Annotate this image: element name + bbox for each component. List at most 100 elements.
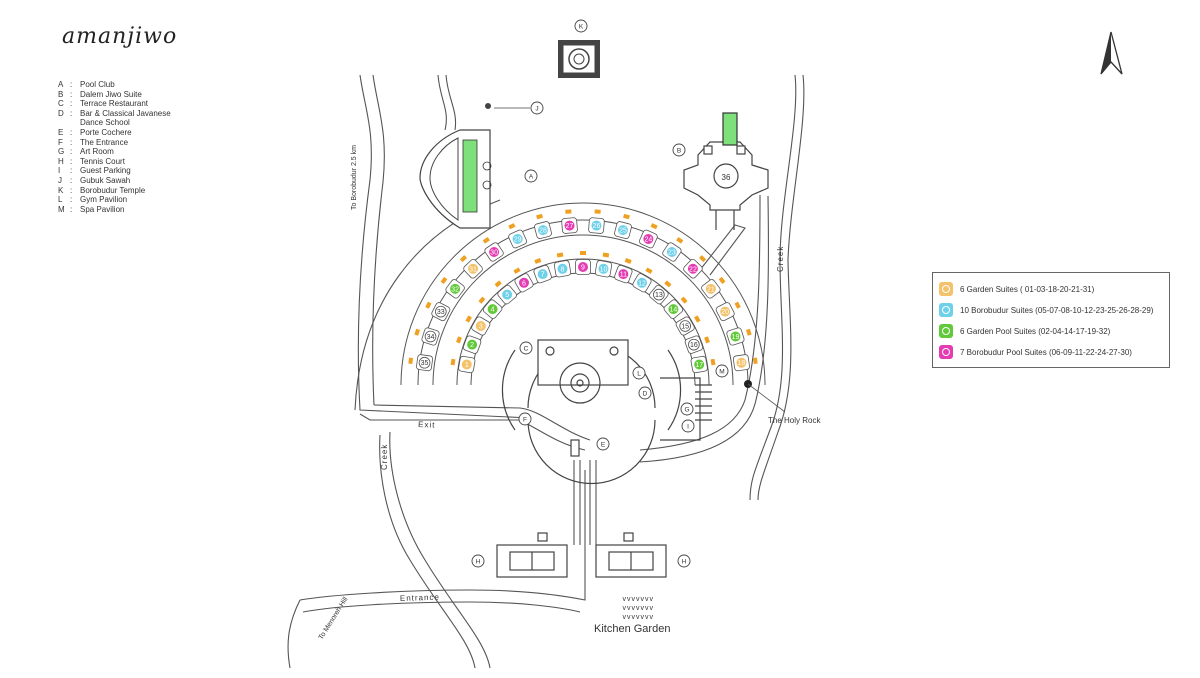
suite-accent	[623, 213, 630, 220]
kitchen-garden-label: Kitchen Garden	[594, 623, 671, 635]
suite-number: 32	[451, 286, 459, 293]
suite-key-swatch	[939, 324, 953, 338]
suite-accent	[478, 296, 486, 304]
suite-number: 9	[581, 265, 585, 272]
legend-item: C:Terrace Restaurant	[58, 99, 171, 109]
suite-number: 27	[566, 223, 574, 230]
callout-B: B	[672, 143, 686, 157]
callout-K: K	[574, 19, 588, 33]
legend-key: D	[58, 108, 64, 118]
legend-colon: :	[70, 156, 73, 166]
suite-21: 21	[701, 276, 726, 299]
borobudur-temple	[558, 40, 600, 78]
suite-number: 3	[479, 324, 483, 331]
suite-number: 15	[681, 324, 689, 331]
suite-25: 25	[614, 213, 632, 239]
suite-number: 19	[732, 334, 740, 341]
callout-D: D	[638, 386, 652, 400]
suite-accent	[508, 223, 516, 230]
legend-label: Bar & Classical Javanese Dance School	[80, 108, 171, 128]
suite-09: 9	[575, 251, 591, 275]
label-creek-right: Creek	[776, 246, 785, 272]
suite-number: 13	[655, 292, 663, 299]
svg-text:D: D	[643, 391, 648, 398]
dalem-jiwo-suite: 36	[683, 112, 769, 230]
legend-item: K:Borobudur Temple	[58, 186, 171, 196]
callout-F: F	[518, 412, 532, 426]
pool-club-pool	[462, 139, 478, 213]
suite-number: 34	[427, 334, 435, 341]
suite-07: 7	[533, 258, 552, 284]
legend-key: H	[58, 156, 64, 166]
suite-06: 6	[513, 267, 534, 293]
suite-08: 8	[553, 252, 572, 278]
suite-18: 18	[732, 354, 758, 372]
suite-03: 3	[465, 315, 491, 336]
legend-label: Porte Cochere	[80, 127, 132, 137]
callout-M: M	[715, 364, 729, 378]
legend-key: F	[58, 137, 63, 147]
suite-02: 2	[456, 335, 482, 354]
suite-accent	[534, 258, 542, 264]
suite-11: 11	[614, 258, 633, 284]
legend-colon: :	[70, 89, 73, 99]
suite-26: 26	[588, 209, 605, 234]
legend-label: Pool Club	[80, 80, 115, 89]
legend-colon: :	[70, 185, 73, 195]
callout-A: A	[524, 169, 538, 183]
suite-30: 30	[482, 237, 504, 262]
legend-label: Borobudur Temple	[80, 185, 146, 195]
suite-number: 30	[490, 249, 498, 256]
suite-key-item-garden: 6 Garden Suites ( 01-03-18-20-21-31)	[939, 281, 1094, 297]
suite-accent	[676, 237, 684, 244]
suite-20: 20	[715, 301, 741, 322]
suite-22: 22	[683, 255, 707, 279]
kitchen-garden-row: vvvvvvv	[622, 596, 654, 603]
suite-accent	[459, 255, 467, 263]
suite-15: 15	[675, 315, 701, 336]
label-exit: Exit	[418, 420, 436, 430]
callout-I: I	[681, 419, 695, 433]
creek-left	[379, 434, 476, 669]
svg-text:G: G	[684, 407, 689, 414]
svg-text:A: A	[529, 174, 534, 181]
legend-item: J:Gubuk Sawah	[58, 176, 171, 186]
legend-item: H:Tennis Court	[58, 157, 171, 167]
legend-colon: :	[70, 127, 73, 137]
suite-accent	[556, 252, 564, 258]
legend-key: M	[58, 204, 65, 214]
svg-text:C: C	[524, 346, 529, 353]
suite-accent	[513, 267, 521, 274]
suite-accent	[624, 258, 632, 264]
suite-number: 1	[465, 362, 469, 369]
suite-accent	[565, 209, 572, 214]
legend-item: A:Pool Club	[58, 80, 171, 90]
legend-key: I	[58, 166, 61, 176]
suite-accent	[718, 276, 726, 285]
callout-H: H	[471, 554, 485, 568]
svg-text:F: F	[523, 417, 527, 424]
suite-number: 2	[470, 342, 474, 349]
legend-item: E:Porte Cochere	[58, 128, 171, 138]
suite-01: 1	[450, 355, 476, 374]
legend-item: I:Guest Parking	[58, 166, 171, 176]
suite-key-swatch	[939, 282, 953, 296]
roads	[287, 74, 805, 669]
legend-key: B	[58, 89, 64, 99]
callout-L: L	[632, 366, 646, 380]
suite-number: 18	[738, 360, 746, 367]
label-entrance: Entrance	[400, 593, 440, 603]
suite-key-label: 6 Garden Pool Suites (02-04-14-17-19-32)	[960, 326, 1111, 336]
suite-17: 17	[690, 355, 716, 374]
legend-label: Terrace Restaurant	[80, 99, 149, 109]
legend-label: Guest Parking	[80, 166, 131, 176]
suite-14: 14	[663, 296, 688, 319]
suite-accent	[645, 267, 653, 274]
svg-text:H: H	[682, 559, 687, 566]
gubuk-sawah	[485, 103, 530, 109]
legend-colon: :	[70, 147, 73, 157]
suite-number: 5	[505, 292, 509, 299]
creek-right	[749, 74, 797, 501]
